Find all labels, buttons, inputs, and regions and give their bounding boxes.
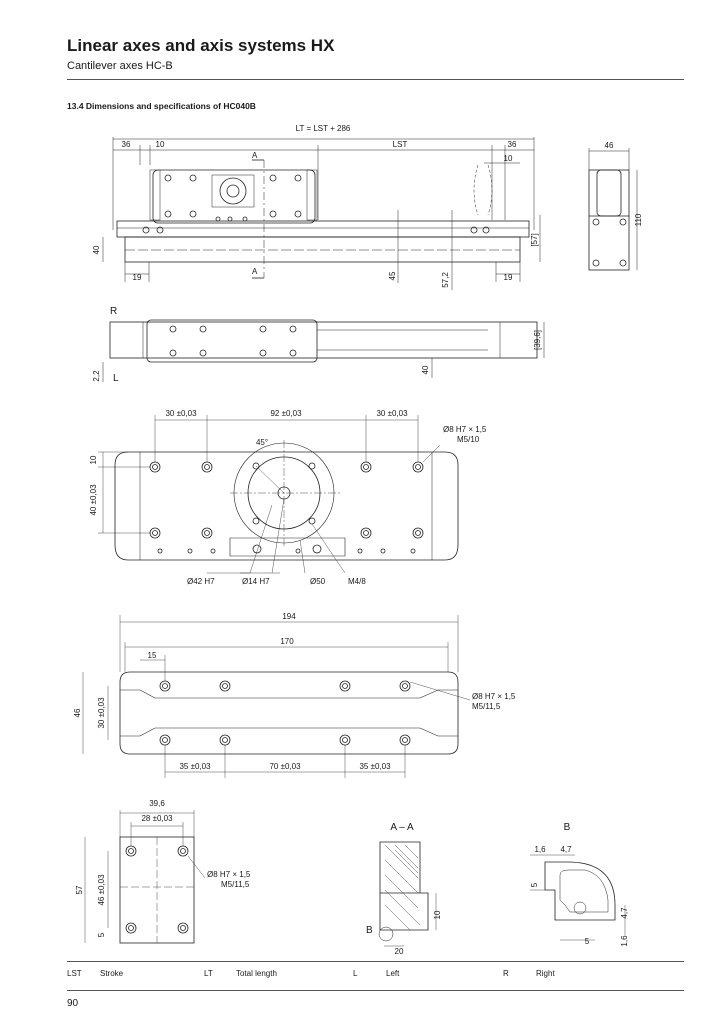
section-aa-view bbox=[378, 841, 437, 947]
dim-label: 39,6 bbox=[149, 799, 165, 808]
dim-label: 30 ±0,03 bbox=[97, 697, 106, 729]
dim-label: 20 bbox=[395, 947, 404, 956]
front-view bbox=[102, 137, 541, 290]
dim-label: 10 bbox=[156, 140, 165, 149]
dim-label: 170 bbox=[280, 637, 294, 646]
dim-label: [39,6] bbox=[533, 330, 542, 350]
callout-label: Ø42 H7 bbox=[187, 577, 215, 586]
dim-label: 46 bbox=[605, 141, 614, 150]
carriage-detail-view bbox=[98, 415, 459, 574]
legend-text: Left bbox=[386, 969, 400, 978]
dim-label: 19 bbox=[133, 273, 142, 282]
detail-b-title: B bbox=[564, 822, 571, 833]
dim-label: 45 bbox=[388, 271, 397, 280]
header-rule bbox=[67, 79, 684, 80]
legend-text: Stroke bbox=[100, 969, 124, 978]
callout-label: Ø14 H7 bbox=[242, 577, 270, 586]
dim-label: 70 ±0,03 bbox=[269, 762, 301, 771]
dim-label: 10 bbox=[89, 455, 98, 464]
dim-label: 110 bbox=[634, 213, 643, 226]
section-mark: A bbox=[252, 267, 258, 276]
dim-label: 30 ±0,03 bbox=[376, 409, 408, 418]
dim-label: 57,2 bbox=[441, 272, 450, 288]
dim-label: 40 ±0,03 bbox=[89, 484, 98, 516]
dim-label: 45° bbox=[256, 438, 268, 447]
dim-label: [57] bbox=[530, 233, 539, 246]
dim-label: 19 bbox=[504, 273, 513, 282]
dim-label: 194 bbox=[282, 612, 296, 621]
section-title: 13.4 Dimensions and specifications of HC… bbox=[67, 101, 256, 111]
dim-label: 1,6 bbox=[534, 845, 546, 854]
dim-label: 40 bbox=[421, 365, 430, 374]
dim-label: 40 bbox=[92, 245, 101, 254]
callout-label: M5/11,5 bbox=[221, 880, 250, 889]
label-left: L bbox=[113, 373, 119, 384]
footer-rule bbox=[67, 990, 684, 991]
legend-rule bbox=[67, 961, 684, 962]
dim-label: 57 bbox=[75, 885, 84, 894]
top-view bbox=[102, 319, 545, 382]
page-number: 90 bbox=[67, 998, 79, 1009]
dim-label: 35 ±0,03 bbox=[359, 762, 391, 771]
callout-label: Ø8 H7 × 1,5 bbox=[443, 425, 487, 434]
legend-symbol: L bbox=[353, 969, 358, 978]
dim-label: 30 ±0,03 bbox=[165, 409, 197, 418]
dim-label: 35 ±0,03 bbox=[179, 762, 211, 771]
section-aa-title: A – A bbox=[390, 822, 414, 833]
legend-symbol: LT bbox=[204, 969, 213, 978]
dim-label: 1,6 bbox=[620, 935, 629, 947]
label-right: R bbox=[110, 306, 117, 317]
side-plate-detail-view bbox=[84, 810, 206, 944]
detail-mark: B bbox=[366, 925, 373, 936]
dim-label: 28 ±0,03 bbox=[141, 814, 173, 823]
callout-label: M4/8 bbox=[348, 577, 366, 586]
dim-label: 4,7 bbox=[560, 845, 572, 854]
callout-label: Ø8 H7 × 1,5 bbox=[472, 692, 516, 701]
callout-label: M5/10 bbox=[457, 435, 480, 444]
dim-label: 5 bbox=[97, 932, 106, 937]
callout-label: M5/11,5 bbox=[472, 702, 501, 711]
dim-label: 15 bbox=[148, 651, 157, 660]
dim-label: 46 bbox=[73, 708, 82, 717]
dim-label: 10 bbox=[504, 154, 513, 163]
dim-label: 36 bbox=[122, 140, 131, 149]
dim-total-length: LT = LST + 286 bbox=[296, 124, 351, 133]
dim-label: 5 bbox=[530, 882, 539, 887]
dim-label: 10 bbox=[433, 910, 442, 919]
dim-label: 5 bbox=[585, 937, 590, 946]
page-subtitle: Cantilever axes HC-B bbox=[67, 60, 173, 72]
page-title: Linear axes and axis systems HX bbox=[67, 36, 335, 55]
section-mark: A bbox=[252, 151, 258, 160]
dim-label: 92 ±0,03 bbox=[270, 409, 302, 418]
dim-label: 36 bbox=[508, 140, 517, 149]
dim-stroke: LST bbox=[393, 140, 408, 149]
dim-label: 46 ±0,03 bbox=[97, 874, 106, 906]
legend-text: Right bbox=[536, 969, 555, 978]
legend-symbol: R bbox=[503, 969, 509, 978]
end-view bbox=[588, 148, 638, 271]
callout-label: Ø8 H7 × 1,5 bbox=[207, 870, 251, 879]
dim-label: 2,2 bbox=[92, 370, 101, 382]
legend-text: Total length bbox=[236, 969, 277, 978]
dim-label: 4,7 bbox=[620, 907, 629, 919]
legend-symbol: LST bbox=[67, 969, 82, 978]
callout-label: Ø50 bbox=[310, 577, 326, 586]
base-detail-view bbox=[82, 615, 471, 778]
detail-b-view bbox=[530, 854, 626, 941]
